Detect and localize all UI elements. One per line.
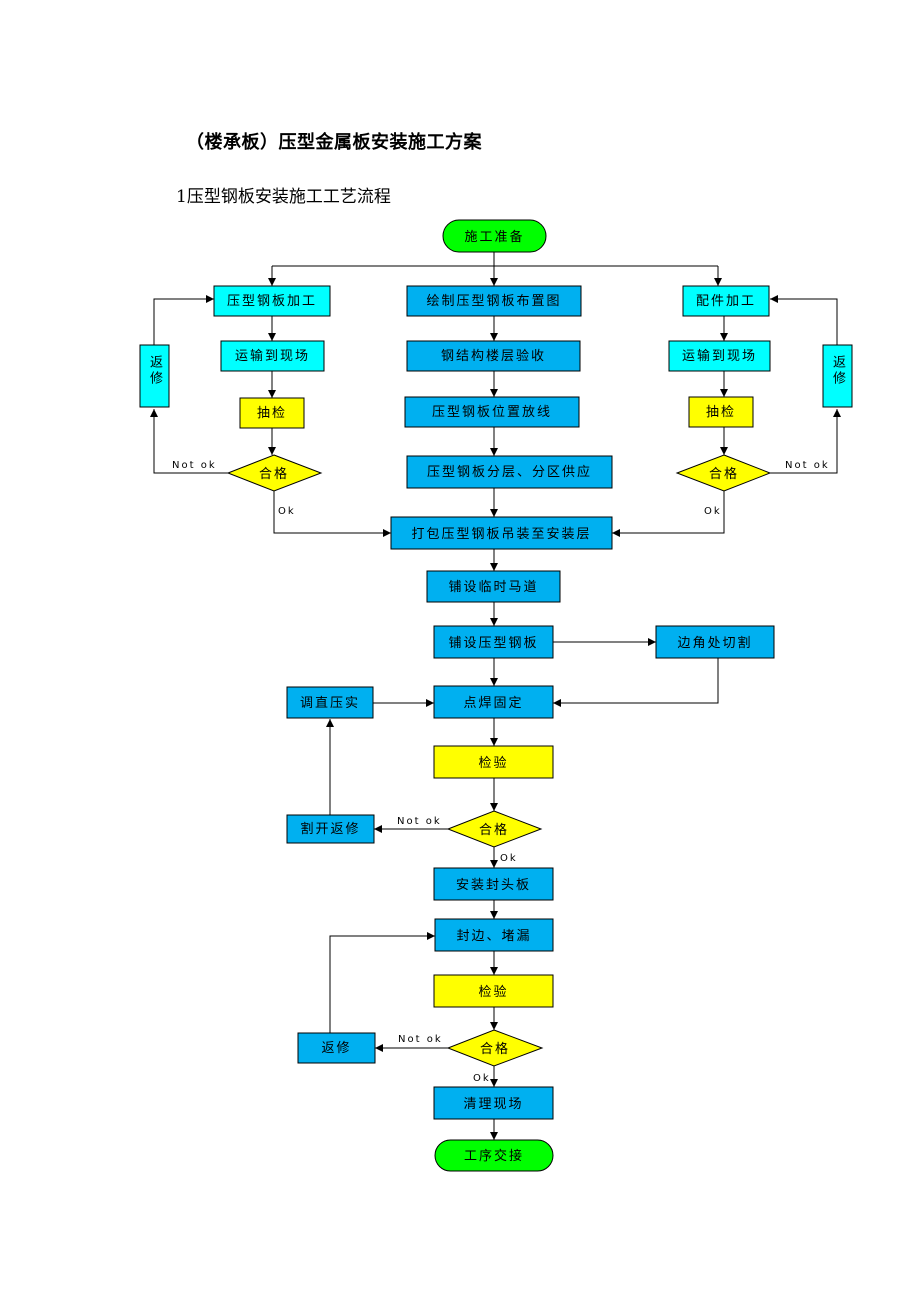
connector-right-notok: [770, 409, 841, 474]
node-clean-site: 清理现场: [433, 1086, 554, 1120]
node-lay-plates-label: 铺设压型钢板: [448, 636, 538, 651]
node-seal-edges-label: 封边、堵漏: [456, 928, 531, 944]
section-heading: 1压型钢板安装施工工艺流程: [176, 187, 391, 207]
node-decision-1: 合格: [446, 810, 543, 848]
node-spot-weld-label: 点焊固定: [463, 695, 523, 711]
node-left-inspect-label: 抽检: [257, 406, 287, 421]
node-center-drawing: 绘制压型钢板布置图: [406, 285, 582, 317]
node-decision-1-label: 合格: [479, 822, 509, 838]
node-walkway: 铺设临时马道: [426, 570, 561, 603]
node-right-inspect-label: 抽检: [706, 405, 736, 420]
node-straighten: 调直压实: [286, 686, 374, 719]
node-left-decision-label: 合格: [259, 466, 289, 482]
edge-label-decision2-ok: Ok: [473, 1073, 491, 1084]
node-center-layout-label: 压型钢板位置放线: [432, 405, 552, 420]
node-center-supply-label: 压型钢板分层、分区供应: [427, 464, 592, 480]
edge-label-right-ok: Ok: [704, 506, 722, 517]
node-decision-2-label: 合格: [480, 1041, 510, 1057]
node-right-transport-label: 运输到现场: [682, 348, 757, 364]
node-left-inspect: 抽检: [239, 397, 305, 429]
connector-left-repair-back: [153, 295, 214, 345]
node-hoist-label: 打包压型钢板吊装至安装层: [411, 527, 591, 542]
node-right-decision: 合格: [675, 454, 772, 492]
node-left-transport-label: 运输到现场: [235, 348, 310, 364]
edge-label-left-ok: Ok: [278, 506, 296, 517]
connector-right-ok: [612, 491, 725, 537]
edge-label-left-notok: Not ok: [172, 460, 217, 471]
node-inspection-2-label: 检验: [478, 984, 508, 1000]
node-right-transport: 运输到现场: [668, 340, 771, 372]
node-handover-label: 工序交接: [464, 1148, 524, 1164]
node-left-process-label: 压型钢板加工: [227, 294, 317, 309]
node-repair-2-label: 返修: [321, 1041, 351, 1056]
node-right-repair-label: 返修: [830, 355, 846, 387]
node-handover: 工序交接: [434, 1139, 554, 1172]
connector-cut-to-weld: [553, 658, 719, 707]
node-end-plate-label: 安装封头板: [456, 878, 531, 893]
connector-left-notok: [150, 409, 228, 474]
node-cut-repair: 割开返修: [286, 814, 375, 844]
node-left-process: 压型钢板加工: [213, 285, 331, 317]
connector-repair2-back: [329, 932, 435, 1033]
node-start: 施工准备: [442, 219, 547, 253]
connectors: [150, 252, 841, 1140]
node-right-decision-label: 合格: [709, 466, 739, 482]
node-right-repair: 返修: [822, 344, 853, 408]
node-seal-edges: 封边、堵漏: [434, 918, 554, 952]
connector-right-repair-back: [770, 295, 838, 345]
node-spot-weld: 点焊固定: [433, 685, 554, 719]
node-straighten-label: 调直压实: [300, 696, 360, 711]
node-left-repair: 返修: [139, 344, 170, 408]
node-right-process: 配件加工: [682, 285, 770, 317]
node-hoist: 打包压型钢板吊装至安装层: [390, 516, 613, 550]
node-lay-plates: 铺设压型钢板: [433, 625, 554, 659]
node-center-supply: 压型钢板分层、分区供应: [406, 455, 613, 489]
node-right-inspect: 抽检: [688, 396, 754, 428]
node-right-process-label: 配件加工: [696, 294, 756, 309]
node-edge-cut-label: 边角处切割: [677, 635, 752, 651]
node-walkway-label: 铺设临时马道: [448, 580, 538, 595]
node-center-acceptance-label: 钢结构楼层验收: [441, 348, 546, 364]
node-decision-2: 合格: [446, 1029, 544, 1067]
edge-label-decision1-ok: Ok: [500, 853, 518, 864]
node-repair-2: 返修: [297, 1032, 376, 1064]
node-start-label: 施工准备: [464, 229, 524, 245]
edge-label-right-notok: Not ok: [785, 460, 830, 471]
document-title: （楼承板）压型金属板安装施工方案: [186, 132, 482, 153]
node-left-transport: 运输到现场: [220, 340, 325, 372]
node-inspection-1: 检验: [433, 745, 554, 779]
edge-label-decision2-notok: Not ok: [398, 1034, 443, 1045]
node-edge-cut: 边角处切割: [655, 625, 775, 659]
node-end-plate: 安装封头板: [433, 867, 554, 901]
node-cut-repair-label: 割开返修: [300, 821, 360, 837]
node-center-drawing-label: 绘制压型钢板布置图: [426, 294, 561, 309]
node-center-layout: 压型钢板位置放线: [404, 396, 580, 428]
node-inspection-2: 检验: [433, 974, 554, 1008]
node-clean-site-label: 清理现场: [463, 1097, 523, 1112]
node-left-repair-label: 返修: [147, 355, 163, 387]
node-left-decision: 合格: [226, 454, 323, 492]
node-center-acceptance: 钢结构楼层验收: [406, 340, 581, 372]
node-inspection-1-label: 检验: [478, 755, 508, 771]
connector-left-ok: [273, 491, 391, 537]
edge-label-decision1-notok: Not ok: [397, 816, 442, 827]
